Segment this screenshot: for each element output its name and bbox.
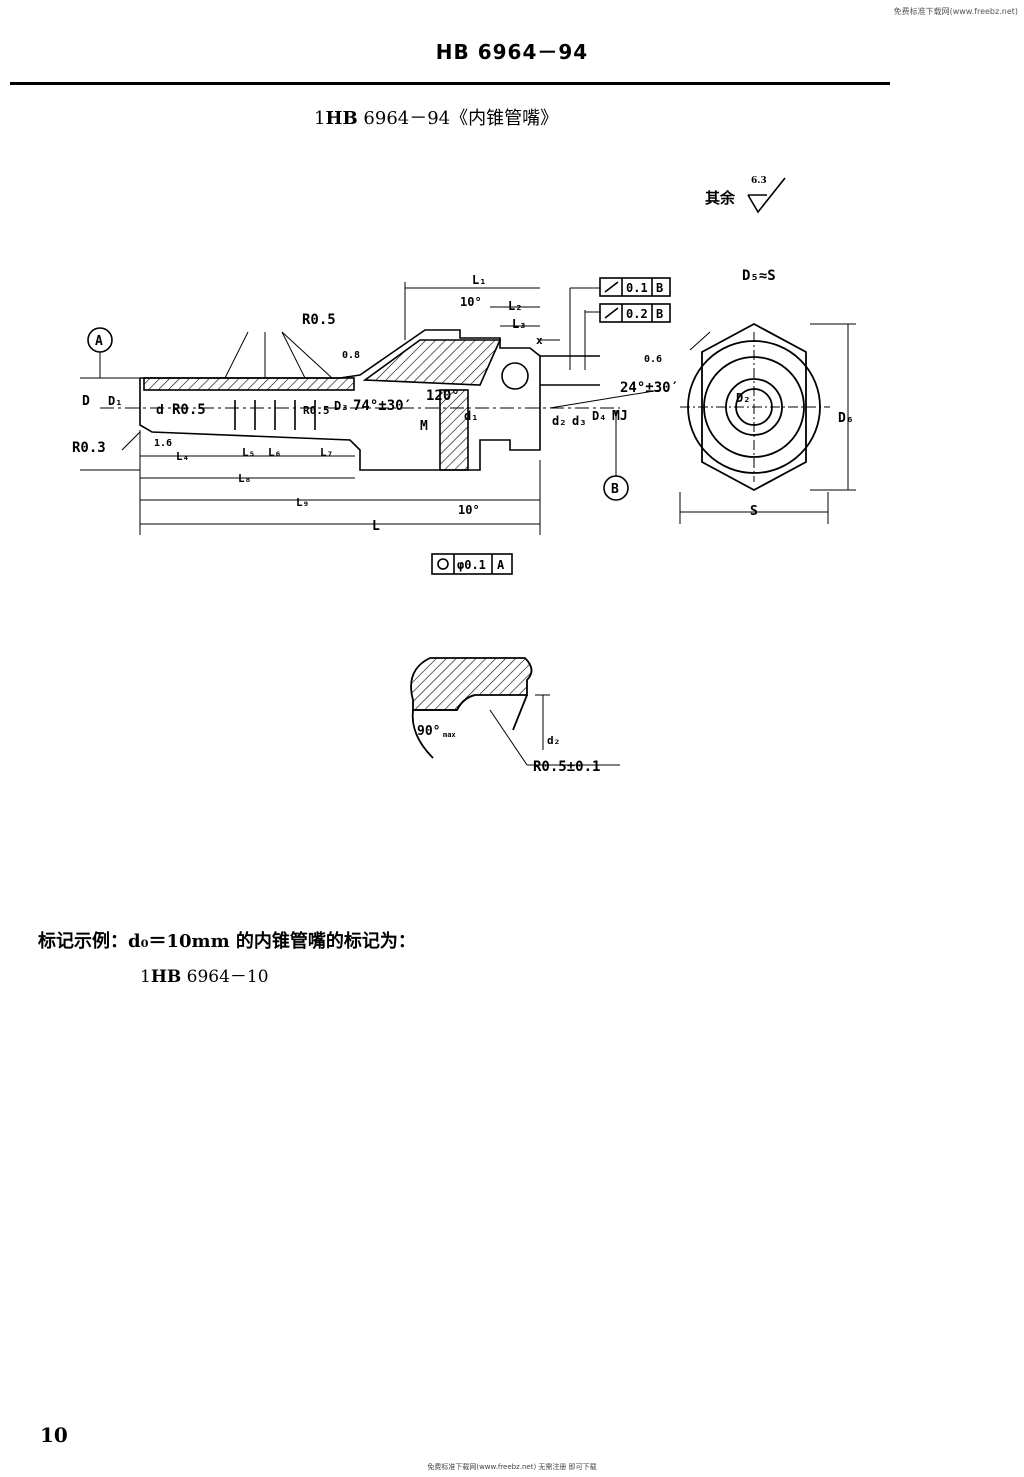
datum-a-label: A: [95, 334, 103, 349]
label-x: x: [536, 334, 543, 347]
watermark-bottom: 免费标准下载网(www.freebz.net) 无需注册 即可下载: [427, 1463, 597, 1471]
title-rest: 6964－94《内锥管嘴》: [357, 108, 559, 129]
concentricity-value: φ0.1: [457, 558, 486, 572]
detail-view: 90° max d₂ R0.5±0.1: [410, 657, 620, 775]
tolerance-2-value: 0.2: [626, 307, 648, 321]
label-M: M: [420, 419, 428, 434]
title-prefix: 1: [314, 108, 326, 129]
watermark-top: 免费标准下载网(www.freebz.net): [893, 7, 1018, 16]
label-L7: L₇: [320, 446, 333, 459]
hex-D6-label: D₆: [838, 411, 854, 426]
radius-label-r03: R0.3: [72, 440, 106, 456]
roughness-0-6: 0.6: [644, 354, 662, 365]
hex-title: D₅≈S: [742, 268, 776, 284]
angle-10-top: 10°: [460, 295, 482, 309]
datum-b-label: B: [611, 482, 619, 497]
label-L5: L₅: [242, 446, 255, 459]
marking-example-text: 标记示例：d₀＝10mm 的内锥管嘴的标记为：: [38, 931, 416, 952]
label-L8: L₈: [238, 472, 251, 485]
label-L1: L₁: [472, 273, 486, 287]
surface-finish-label: 其余: [705, 189, 736, 207]
hexagon-end-view: D₅≈S S D₆ D₂: [679, 268, 856, 524]
detail-radius: R0.5±0.1: [533, 759, 600, 775]
roughness-0-8: 0.8: [342, 350, 360, 361]
marking-example-code: 1HB 6964－10: [140, 962, 269, 987]
marking-example: 标记示例：d₀＝10mm 的内锥管嘴的标记为：: [38, 927, 416, 953]
label-d2: d₂: [552, 414, 566, 428]
detail-angle: 90°: [417, 724, 440, 739]
title-code: HB: [325, 108, 358, 129]
header-rule: [10, 82, 890, 85]
main-drawing: R0.5 R0.5 R0.5 R0.3 1.6 0.8 0.6 A B D D₁…: [72, 273, 679, 575]
page-number: 10: [40, 1423, 68, 1447]
label-d1: d₁: [464, 409, 478, 423]
concentricity-datum: A: [497, 558, 505, 572]
radius-label-r05-right: R0.5: [303, 404, 330, 417]
label-L2: L₂: [508, 299, 522, 313]
label-d: d: [156, 403, 164, 418]
label-L: L: [372, 519, 380, 534]
tolerance-2-datum: B: [656, 307, 663, 321]
example-code-prefix: 1: [140, 967, 151, 987]
example-code-rest: 6964－10: [181, 967, 269, 987]
detail-d2: d₂: [547, 734, 560, 747]
label-D1: D₁: [108, 394, 122, 408]
label-L3: L₃: [512, 317, 526, 331]
radius-label-r05-top: R0.5: [302, 312, 336, 328]
label-L4: L₄: [176, 450, 189, 463]
example-code-bold: HB: [150, 967, 182, 987]
label-MJ: MJ: [612, 409, 628, 424]
detail-angle-sub: max: [443, 731, 456, 739]
roughness-1-6: 1.6: [154, 438, 172, 449]
label-L6: L₆: [268, 446, 281, 459]
angle-120: 120°: [426, 388, 460, 404]
hex-S-label: S: [750, 504, 758, 519]
angle-10-bottom: 10°: [458, 503, 480, 517]
tolerance-1-value: 0.1: [626, 281, 648, 295]
label-D4: D₄: [592, 409, 606, 423]
radius-label-r05-left: R0.5: [172, 402, 206, 418]
angle-24: 24°±30′: [620, 380, 679, 396]
standard-number-header: HB 6964－94: [435, 40, 589, 64]
angle-74: 74°±30′: [353, 398, 412, 414]
drawing-title: 1HB 6964－94《内锥管嘴》: [314, 104, 558, 130]
label-L9: L₉: [296, 496, 309, 509]
surface-finish-value: 6.3: [751, 176, 767, 186]
roughness-symbol-icon: [747, 177, 786, 214]
label-D: D: [82, 394, 90, 409]
label-D3: D₃: [334, 399, 348, 413]
hex-D2-label: D₂: [736, 391, 750, 405]
label-d3: d₃: [572, 414, 586, 428]
tolerance-1-datum: B: [656, 281, 663, 295]
